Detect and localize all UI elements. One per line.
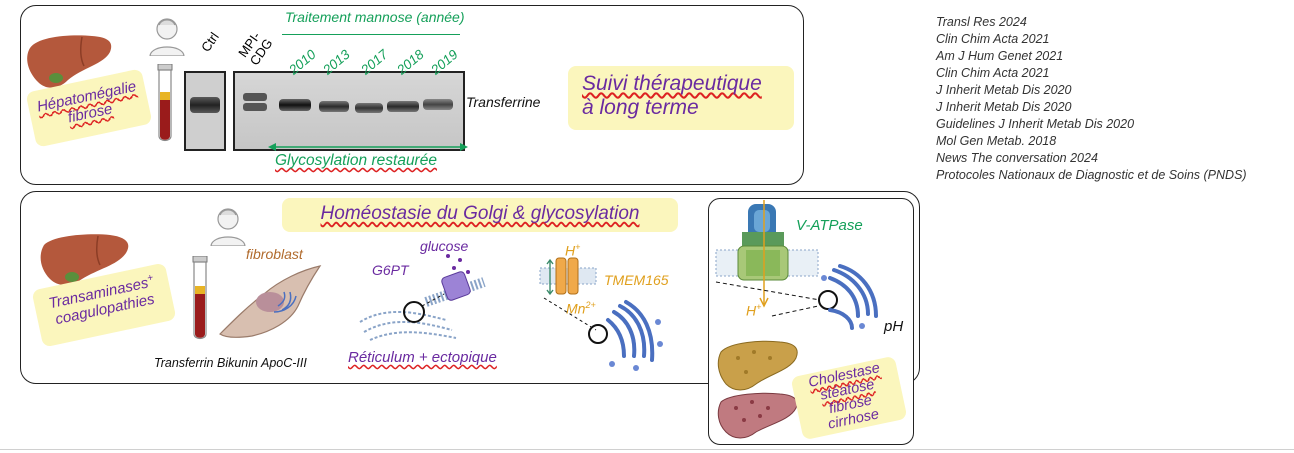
ph-label: pH: [884, 318, 904, 335]
person-icon: [149, 18, 185, 56]
markers-label: Transferrin Bikunin ApoC-III: [154, 356, 307, 370]
fibroblast-cell: [219, 265, 322, 338]
reference-item: News The conversation 2024: [936, 151, 1098, 165]
reticulum-label: Réticulum + ectopique: [348, 349, 497, 366]
golgi-title-note: Homéostasie du Golgi & glycosylation: [282, 198, 678, 232]
reference-item: Am J Hum Genet 2021: [936, 49, 1064, 63]
symptom-sup: +: [146, 272, 155, 285]
reference-item: Guidelines J Inherit Metab Dis 2020: [936, 117, 1135, 131]
protein-label: Transferrine: [466, 94, 541, 110]
reference-item: Clin Chim Acta 2021: [936, 66, 1050, 80]
reference-item: J Inherit Metab Dis 2020: [936, 100, 1072, 114]
reticulum-text: Réticulum + ectopique: [348, 349, 497, 366]
v-atpase-icon: [715, 200, 819, 308]
gel-band: [190, 97, 220, 113]
gel-control-lane: [184, 71, 226, 151]
gel-band: [423, 99, 453, 110]
gel-band: [387, 101, 419, 112]
h-sup-vatpase: +: [756, 302, 762, 312]
mn-sup: 2+: [585, 300, 596, 310]
references-list: Transl Res 2024 Clin Chim Acta 2021 Am J…: [936, 14, 1247, 184]
h-text-vatpase: H: [746, 302, 757, 319]
h-sup: +: [575, 242, 581, 252]
treatment-line: [282, 34, 460, 35]
blood-tube-icon: [192, 256, 208, 340]
reference-item: Protocoles Nationaux de Diagnostic et de…: [936, 168, 1247, 182]
gel-band: [243, 93, 267, 101]
gel-band: [355, 103, 383, 113]
golgi-title-text: Homéostasie du Golgi & glycosylation: [320, 203, 640, 224]
h-label-tmem: H+: [565, 242, 580, 259]
gel-band: [243, 103, 267, 111]
mn-text: Mn: [566, 300, 586, 317]
gel-band: [279, 99, 311, 111]
liver-icon: [40, 234, 129, 285]
reference-item: Clin Chim Acta 2021: [936, 32, 1050, 46]
tmem165-transporter: [539, 257, 597, 296]
restored-label: Glycosylation restaurée: [275, 152, 437, 169]
gel-main: [233, 71, 465, 151]
tmem165-label: TMEM165: [604, 272, 669, 288]
mn-label: Mn2+: [566, 300, 596, 317]
h-text: H: [565, 242, 576, 259]
followup-line2: à long terme: [582, 96, 699, 119]
gel-band: [319, 101, 349, 112]
reference-item: J Inherit Metab Dis 2020: [936, 83, 1072, 97]
reference-item: Transl Res 2024: [936, 15, 1027, 29]
bottom-divider: [0, 449, 1294, 450]
golgi-icon: [715, 264, 878, 330]
liver-icon: [27, 35, 112, 88]
g6pt-label: G6PT: [372, 262, 409, 278]
restored-arrow: [268, 143, 468, 151]
person-icon: [210, 208, 246, 246]
glucose-label: glucose: [420, 238, 469, 254]
vatpase-label: V-ATPase: [796, 217, 863, 234]
golgi-title: Homéostasie du Golgi & glycosylation: [282, 203, 678, 225]
treatment-title: Traitement mannose (année): [285, 9, 465, 25]
cirrhotic-liver-icon: [717, 392, 798, 439]
followup-note: Suivi thérapeutique à long terme: [568, 66, 794, 130]
golgi-icon: [543, 297, 663, 371]
er-membrane: [359, 254, 486, 341]
fibroblast-label: fibroblast: [246, 246, 303, 262]
blood-tube-icon: [157, 64, 173, 142]
reference-item: Mol Gen Metab. 2018: [936, 134, 1057, 148]
fatty-liver-icon: [717, 340, 798, 391]
followup-line1: Suivi thérapeutique: [582, 72, 762, 95]
h-label-vatpase: H+: [746, 302, 761, 319]
